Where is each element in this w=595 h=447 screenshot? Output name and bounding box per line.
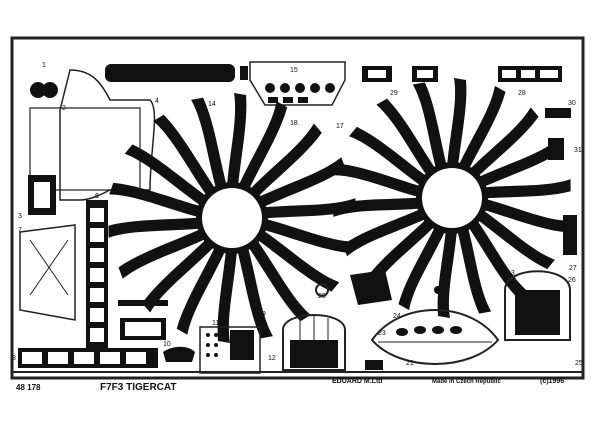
part-label: 31 — [574, 147, 582, 154]
exhaust-stack — [118, 228, 207, 279]
part-label: 8 — [12, 355, 16, 362]
part-label: 19 — [258, 311, 266, 318]
part-label: 26 — [568, 277, 576, 284]
exhaust-stack — [342, 208, 427, 257]
exhaust-stack — [412, 82, 447, 170]
exhaust-stack — [447, 78, 467, 166]
exhaust-stack — [482, 179, 571, 199]
exhaust-stack — [334, 163, 422, 198]
catalog-number: 48 178 — [16, 383, 41, 392]
part-label: 24 — [393, 313, 401, 320]
exhaust-stack — [257, 157, 346, 208]
part-label: 21 — [406, 360, 414, 367]
exhaust-stack — [109, 182, 202, 218]
part-label: 22 — [366, 365, 374, 372]
fret-frame — [10, 36, 585, 380]
part-8-strip — [18, 348, 158, 368]
part-label: 27 — [569, 265, 577, 272]
part-label: 17 — [336, 123, 344, 130]
exhaust-stack — [256, 229, 340, 292]
part-label: 14 — [208, 101, 216, 108]
exhaust-stack — [457, 226, 492, 314]
part-label: 3 — [18, 213, 22, 220]
part-label: 6 — [95, 193, 99, 200]
part-15-panel — [249, 61, 346, 106]
exhaust-stack — [237, 246, 273, 339]
maker-name: EDUARD M.Ltd — [332, 378, 383, 385]
exhaust-stack — [227, 93, 247, 186]
exhaust-stack — [248, 123, 322, 198]
part-number-labels: 1 2 3 4 5 6 7 8 9 10 11 12 13 14 15 16 1… — [12, 62, 583, 372]
part-label: 11 — [212, 320, 219, 327]
exhaust-stack — [376, 98, 437, 177]
exhaust-stack — [124, 144, 208, 207]
exhaust-stack — [191, 97, 227, 190]
copyright-text: (c)1996 — [540, 378, 564, 385]
exhaust-stack — [108, 217, 202, 238]
exhaust-stack — [153, 114, 217, 197]
exhaust-stack — [262, 218, 355, 254]
part-label: 25 — [575, 360, 583, 367]
part-11-panel — [199, 326, 261, 374]
part-label: 10 — [163, 341, 171, 348]
part-label: 18 — [290, 120, 298, 127]
engine-exhaust-left — [108, 93, 356, 343]
subject-title: F7F3 TIGERCAT — [100, 382, 176, 393]
exhaust-stack — [476, 209, 555, 270]
part-label: 9 — [118, 227, 122, 234]
misc-small-parts — [118, 270, 442, 370]
exhaust-stack — [142, 238, 216, 313]
part-label: 5 — [128, 65, 132, 72]
engine-exhaust-right — [333, 78, 571, 318]
exhaust-stack — [349, 126, 428, 187]
exhaust-stack — [437, 230, 457, 318]
part-label: 28 — [518, 90, 526, 97]
part-label: 4 — [155, 98, 159, 105]
part-label: 20 — [318, 293, 326, 300]
exhaust-stack — [398, 226, 446, 311]
part-label: 23 — [378, 330, 386, 337]
part-label: 12 — [268, 355, 276, 362]
exhaust-stack — [238, 101, 288, 190]
exhaust-stack — [247, 239, 311, 322]
exhaust-stack — [262, 198, 356, 219]
part-label: 13 — [507, 270, 515, 277]
part-label: 15 — [290, 67, 298, 74]
top-right-parts — [362, 66, 577, 255]
part-7-panel — [19, 224, 76, 321]
part-label: 7 — [18, 227, 22, 234]
exhaust-stack — [458, 85, 506, 170]
part-3-bracket — [28, 175, 56, 215]
exhaust-stack — [477, 139, 562, 188]
part-label: 1 — [42, 62, 46, 69]
part-6-ladder — [86, 200, 108, 350]
part-label: 29 — [390, 90, 398, 97]
part-21-plate — [370, 309, 500, 365]
part-1-rings — [30, 82, 58, 98]
origin-text: Made in Czech Republic — [432, 379, 501, 385]
part-4-bar — [105, 64, 248, 82]
part-26-canopy — [504, 270, 571, 341]
exhaust-stack — [468, 107, 539, 178]
part-12-canopy — [282, 314, 346, 371]
exhaust-stack — [482, 198, 570, 233]
exhaust-stack — [217, 250, 237, 343]
part-label: 30 — [568, 100, 576, 107]
part-label: 16 — [358, 135, 366, 142]
part-label: 2 — [62, 105, 66, 112]
exhaust-stack — [176, 246, 226, 335]
exhaust-stack — [333, 197, 422, 217]
